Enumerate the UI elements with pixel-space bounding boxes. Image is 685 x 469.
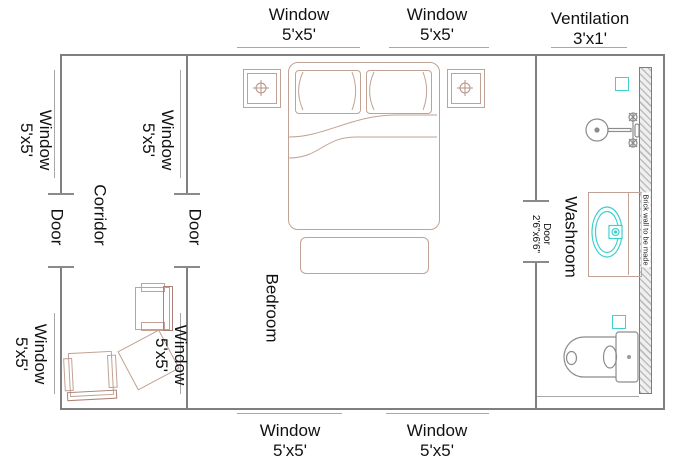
toilet xyxy=(563,331,639,383)
label-line: 5'x5' xyxy=(12,337,31,371)
label-line: Bedroom xyxy=(262,273,282,343)
armchair-backrest xyxy=(163,286,173,331)
label-line: Door xyxy=(185,208,205,246)
label-window-left-top: Window 5'x5' xyxy=(17,110,55,170)
label-room-corridor: Corridor xyxy=(90,184,110,246)
label-line: Ventilation xyxy=(550,9,630,28)
armchair-armrest xyxy=(106,354,118,389)
nightstand-left-inner xyxy=(247,73,277,104)
armchair-2 xyxy=(63,350,118,402)
label-door-left: Door xyxy=(47,208,67,246)
label-line: Window xyxy=(171,324,191,386)
label-line: Window xyxy=(31,323,51,385)
window-mark-bottom-1 xyxy=(237,413,342,414)
nightstand-right xyxy=(447,69,485,108)
label-room-bedroom: Bedroom xyxy=(262,273,282,343)
wall-corridor-upper xyxy=(186,54,188,194)
label-line: Window xyxy=(406,421,468,440)
sink-counter xyxy=(588,192,642,277)
label-window-corridor-bottom: Window 5'x5' xyxy=(152,325,190,385)
wall-bottom xyxy=(61,408,665,410)
label-line: Door xyxy=(541,223,552,245)
label-line: Window xyxy=(36,109,56,171)
window-mark-left-top xyxy=(54,70,55,178)
label-line: 5'x5' xyxy=(17,123,36,157)
wall-top xyxy=(61,54,665,56)
wall-right xyxy=(663,54,665,410)
label-line: 5'x5' xyxy=(282,25,316,45)
drain-marker-bottom xyxy=(612,315,626,329)
label-window-corridor-top: Window 5'x5' xyxy=(139,110,177,170)
label-ventilation: Ventilation 3'x1' xyxy=(551,9,629,49)
wall-left-lower xyxy=(60,267,62,410)
label-line: Brick wall to be made xyxy=(641,194,651,266)
armchair-armrest xyxy=(141,283,165,292)
window-mark-top-2 xyxy=(389,47,489,48)
label-line: Window xyxy=(259,421,321,440)
label-window-left-bottom: Window 5'x5' xyxy=(12,324,50,384)
armchair-seat xyxy=(135,287,170,330)
door-tick xyxy=(48,266,74,268)
label-window-bottom-1: Window 5'x5' xyxy=(260,421,320,461)
pillow-right xyxy=(366,70,432,114)
wall-left-upper xyxy=(60,54,62,194)
drain-marker-top xyxy=(615,77,629,91)
bed xyxy=(288,62,440,230)
label-line: 5'x5' xyxy=(152,338,171,372)
ventilation-mark xyxy=(551,47,627,48)
label-line: 5'x5' xyxy=(139,123,158,157)
label-line: 3'x1' xyxy=(573,29,607,49)
window-mark-left-bottom xyxy=(54,313,55,394)
label-brick-wall-note: Brick wall to be made xyxy=(641,192,651,268)
door-tick xyxy=(174,193,200,195)
shower-head xyxy=(585,112,640,148)
wall-washroom-lower xyxy=(535,263,537,410)
pillow-left xyxy=(295,70,361,114)
armchair-armrest xyxy=(141,322,165,331)
label-window-bottom-2: Window 5'x5' xyxy=(407,421,467,461)
label-line: Window xyxy=(406,5,468,24)
window-mark-top-1 xyxy=(237,47,360,48)
window-mark-bottom-2 xyxy=(386,413,489,414)
label-line: 5'x5' xyxy=(273,441,307,461)
door-tick xyxy=(174,266,200,268)
label-line: 5'x5' xyxy=(420,441,454,461)
label-line: Door xyxy=(47,208,67,246)
label-door-washroom: Door 2'6"x6'6" xyxy=(530,215,552,253)
label-line: Window xyxy=(158,109,178,171)
label-line: Corridor xyxy=(90,184,110,246)
label-door-corridor: Door xyxy=(185,208,205,246)
sink-counter-divider xyxy=(628,192,629,275)
nightstand-left xyxy=(243,69,281,108)
label-line: Washroom xyxy=(561,196,581,278)
washroom-floor-line xyxy=(537,396,639,397)
armchair-armrest xyxy=(63,357,74,392)
door-tick xyxy=(48,193,74,195)
bench xyxy=(300,237,429,274)
door-tick xyxy=(523,200,549,202)
label-room-washroom: Washroom xyxy=(561,196,581,278)
label-line: Window xyxy=(268,5,330,24)
wall-washroom-upper xyxy=(535,54,537,201)
label-line: 5'x5' xyxy=(420,25,454,45)
label-window-top-2: Window 5'x5' xyxy=(407,5,467,45)
armchair-backrest xyxy=(66,389,118,402)
wall-corridor-lower xyxy=(186,267,188,410)
nightstand-right-inner xyxy=(451,73,481,104)
label-window-top-1: Window 5'x5' xyxy=(269,5,329,45)
window-mark-corridor-bottom xyxy=(180,313,181,394)
door-tick xyxy=(523,261,549,263)
window-mark-corridor-top xyxy=(180,70,181,178)
label-line: 2'6"x6'6" xyxy=(530,214,541,254)
